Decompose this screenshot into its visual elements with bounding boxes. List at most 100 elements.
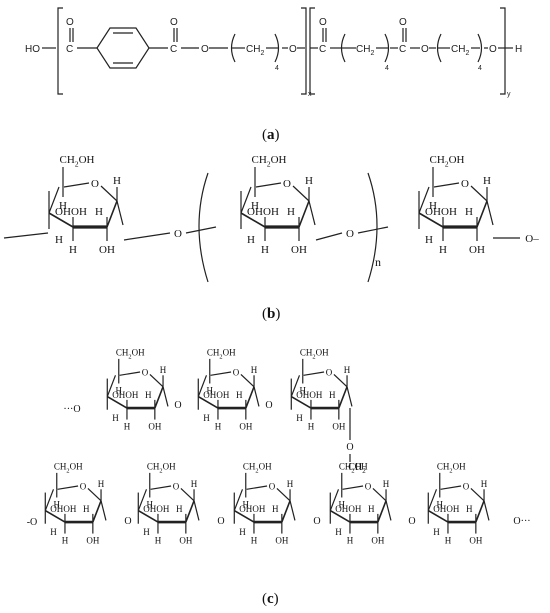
h-label: H xyxy=(191,479,198,489)
ring-oxygen: O xyxy=(463,481,470,491)
ester-oxygen-1: O xyxy=(201,44,209,55)
ch2oh-label: CH2OH xyxy=(147,462,176,475)
h-label: H xyxy=(147,499,154,509)
ring-oxygen: O xyxy=(461,178,469,190)
paren-right-2 xyxy=(384,33,390,63)
ch2oh-label: CH2OH xyxy=(429,154,464,168)
h-label: H xyxy=(445,535,452,545)
h-label: H xyxy=(335,527,342,537)
oh-label: OH xyxy=(86,535,100,545)
terminal-o: O– xyxy=(525,233,539,245)
glycosidic-oxygen: O xyxy=(174,228,182,240)
oh-label: OH xyxy=(291,244,307,256)
bracket-y-right xyxy=(500,7,506,95)
oh-label: OH xyxy=(371,535,385,545)
h-label: H xyxy=(113,175,121,187)
ch2oh-label: CH2OH xyxy=(116,348,145,361)
oh-label: OH xyxy=(112,390,126,400)
h-label: H xyxy=(207,385,214,395)
h-label: H xyxy=(116,385,123,395)
h-label: H xyxy=(143,527,150,537)
h-label: H xyxy=(251,365,258,375)
h-label: H xyxy=(83,504,90,514)
glycosidic-oxygen: O xyxy=(313,516,320,527)
h-label: H xyxy=(236,390,243,400)
carbonyl-c-4: C xyxy=(399,44,406,55)
h-label: H xyxy=(287,206,295,218)
glycosidic-oxygen: O xyxy=(265,400,272,411)
h-label: H xyxy=(437,499,444,509)
ring-oxygen: O xyxy=(233,367,240,377)
h-label: H xyxy=(305,175,313,187)
panel-b-label: (b) xyxy=(262,306,280,322)
carbonyl-o-1: O xyxy=(66,17,74,28)
ester-oxygen-3: O xyxy=(421,44,429,55)
bracket-y-left xyxy=(309,7,315,95)
oh-label: OH xyxy=(179,535,193,545)
glycosidic-oxygen: O xyxy=(217,516,224,527)
ch2oh-label: CH2OH xyxy=(339,462,368,475)
h-label: H xyxy=(425,234,433,246)
paren-left-2 xyxy=(340,33,346,63)
carbonyl-c-1: C xyxy=(66,44,73,55)
h-label: H xyxy=(251,535,258,545)
h-label: H xyxy=(287,479,294,489)
ch2-group-2: CH2 xyxy=(356,44,374,57)
oh-label: OH xyxy=(156,504,170,514)
h-label: H xyxy=(124,421,131,431)
oh-label: OH xyxy=(441,206,457,218)
h-label: H xyxy=(383,479,390,489)
panel-a-polyester-structure: HO C O C O O CH2 4 O x xyxy=(25,7,522,98)
sub-y: y xyxy=(507,91,511,98)
ring-oxygen: O xyxy=(80,481,87,491)
paren-right-1 xyxy=(274,33,280,63)
bottom-chain-end: O··· xyxy=(513,516,530,527)
oh-label: OH xyxy=(425,206,441,218)
ring-oxygen: O xyxy=(269,481,276,491)
oh-label: OH xyxy=(239,421,253,431)
carbonyl-c-3: C xyxy=(319,44,326,55)
oh-label: OH xyxy=(50,504,64,514)
oh-label: OH xyxy=(148,421,162,431)
oh-label: OH xyxy=(263,206,279,218)
oh-label: OH xyxy=(203,390,217,400)
terminal-h: H xyxy=(515,44,522,55)
h-label: H xyxy=(347,535,354,545)
oh-label: OH xyxy=(348,504,362,514)
h-label: H xyxy=(145,390,152,400)
oh-label: OH xyxy=(55,206,71,218)
h-label: H xyxy=(465,206,473,218)
glycosidic-oxygen: O xyxy=(174,400,181,411)
h-label: H xyxy=(466,504,473,514)
glycosidic-oxygen: O xyxy=(346,228,354,240)
ring-oxygen: O xyxy=(142,367,149,377)
ch2oh-label: CH2OH xyxy=(243,462,272,475)
h-label: H xyxy=(203,413,210,423)
oh-label: OH xyxy=(247,206,263,218)
ester-oxygen-2: O xyxy=(289,44,297,55)
panel-a-label: (a) xyxy=(262,127,280,143)
h-label: H xyxy=(215,421,222,431)
ch2oh-label: CH2OH xyxy=(251,154,286,168)
h-label: H xyxy=(50,527,57,537)
ring-oxygen: O xyxy=(91,178,99,190)
glycosidic-oxygen: O xyxy=(124,516,131,527)
carbonyl-o-3: O xyxy=(319,17,327,28)
repeat-paren-left xyxy=(198,172,209,283)
carbonyl-o-2: O xyxy=(170,17,178,28)
h-label: H xyxy=(176,504,183,514)
h-label: H xyxy=(296,413,303,423)
h-label: H xyxy=(247,234,255,246)
ch2oh-label: CH2OH xyxy=(54,462,83,475)
h-label: H xyxy=(272,504,279,514)
ring-oxygen: O xyxy=(173,481,180,491)
h-label: H xyxy=(308,421,315,431)
h-label: H xyxy=(54,499,61,509)
ring-oxygen: O xyxy=(326,367,333,377)
